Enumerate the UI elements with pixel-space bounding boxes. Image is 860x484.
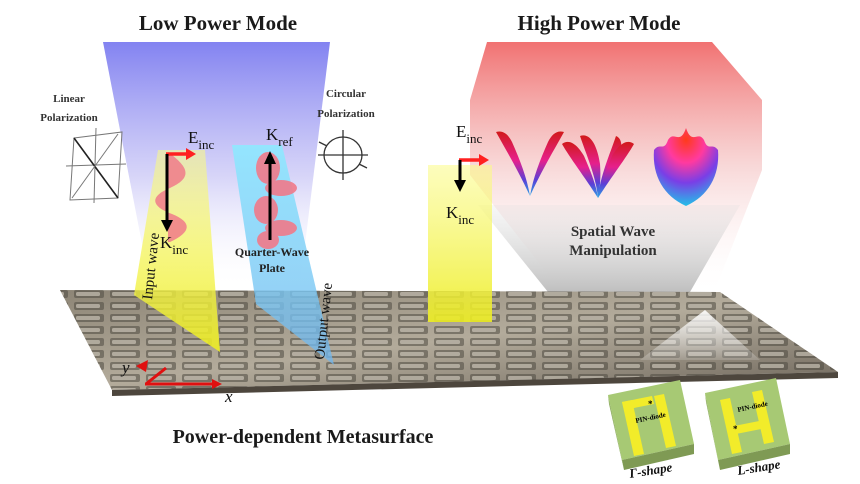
linear-polarization-icon xyxy=(65,127,127,204)
k-ref-label: Kref xyxy=(266,125,293,149)
radiation-pattern-dual-beam xyxy=(496,131,564,196)
svg-text:*: * xyxy=(733,424,738,434)
radiation-pattern-broad-beam xyxy=(653,128,719,206)
k-ref-arrow xyxy=(264,151,276,240)
metasurface-slab xyxy=(60,290,838,396)
low-e-inc-arrow xyxy=(166,148,196,160)
low-e-inc-label: Einc xyxy=(188,128,215,152)
quarter-wave-label-2: Plate xyxy=(259,261,286,275)
axis-x-label: x xyxy=(224,387,233,406)
axis-arrows xyxy=(136,360,222,389)
circular-polarization-label-1: Circular xyxy=(326,88,366,100)
low-k-inc-label: Kinc xyxy=(160,233,188,257)
input-wave-label: Input wave xyxy=(140,232,163,301)
output-wave-beam xyxy=(232,145,334,365)
axis-y-label: y xyxy=(120,358,130,377)
metasurface-title: Power-dependent Metasurface xyxy=(173,426,434,448)
high-power-title: High Power Mode xyxy=(518,11,681,35)
l-shape-label: L-shape xyxy=(735,456,781,478)
high-e-inc-label: Einc xyxy=(456,122,483,146)
quarter-wave-label-1: Quarter-Wave xyxy=(235,245,310,259)
gamma-shape-cell: * xyxy=(608,380,694,470)
circular-polarization-label-2: Polarization xyxy=(317,108,374,120)
spatial-wave-label-2: Manipulation xyxy=(569,243,657,259)
radiation-pattern-multi-beam xyxy=(562,135,634,198)
unit-cell-spotlight xyxy=(640,310,760,360)
low-k-inc-arrow xyxy=(161,154,173,232)
linear-polarization-label-1: Linear xyxy=(53,93,85,105)
linear-polarization-label-2: Polarization xyxy=(40,112,97,124)
high-k-inc-label: Kinc xyxy=(446,203,474,227)
low-power-title: Low Power Mode xyxy=(139,11,297,35)
svg-text:*: * xyxy=(648,399,653,409)
input-wave-shape xyxy=(155,152,187,242)
gamma-shape-label: Γ-shape xyxy=(627,459,673,481)
grey-cone xyxy=(478,205,740,292)
high-k-inc-arrow xyxy=(454,160,466,192)
l-shape-cell: * xyxy=(705,378,790,470)
circular-polarization-icon xyxy=(318,130,368,180)
high-e-inc-arrow xyxy=(459,154,489,166)
spatial-wave-label-1: Spatial Wave xyxy=(571,224,656,240)
